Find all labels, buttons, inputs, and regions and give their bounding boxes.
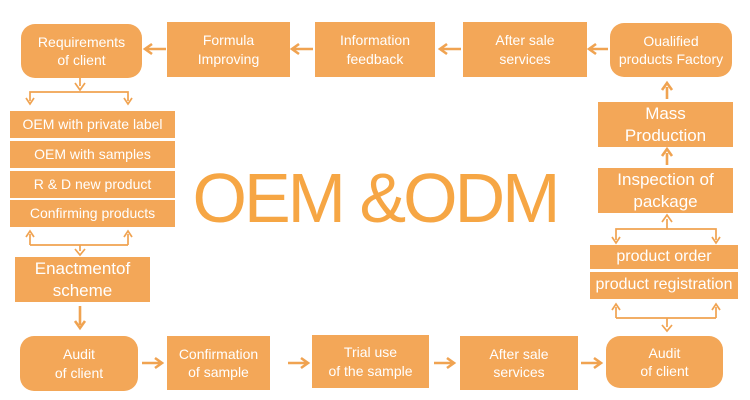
- flow-box-product-order: product order: [590, 245, 738, 269]
- flow-box-audit-of-client-left: Audit of client: [20, 336, 138, 391]
- flow-box-qualified-products-factory: Oualified products Factory: [610, 23, 732, 77]
- bracket-registration-to-audit-right: [611, 302, 721, 333]
- flow-box-rd-new-product: R & D new product: [10, 171, 175, 198]
- arrow-factory-to-aftersale: [586, 42, 608, 56]
- flow-box-after-sale-services-bottom: After sale services: [460, 336, 578, 390]
- flow-box-oem-with-samples: OEM with samples: [10, 141, 175, 168]
- arrow-mass-to-factory: [660, 80, 674, 99]
- flow-box-information-feedback: Information feedback: [315, 22, 435, 77]
- flow-box-formula-improving: Formula Improving: [167, 22, 290, 77]
- arrow-formula-to-requirements: [142, 42, 166, 56]
- flow-box-confirming-products: Confirming products: [10, 200, 175, 227]
- arrow-requirements-to-bracket: [74, 78, 86, 92]
- flow-box-confirmation-of-sample: Confirmation of sample: [167, 336, 270, 390]
- flow-box-mass-production: Mass Production: [598, 102, 733, 147]
- arrow-confirmation-to-trial: [288, 356, 311, 370]
- flowchart-title: OEM &ODM: [192, 159, 561, 237]
- flow-box-audit-of-client-right: Audit of client: [606, 336, 723, 388]
- flow-box-after-sale-services-top: After sale services: [463, 22, 587, 77]
- arrow-enactment-to-audit-left: [73, 306, 87, 331]
- flow-box-product-registration: product registration: [590, 272, 738, 299]
- flow-box-inspection-of-package: Inspection of package: [598, 168, 733, 213]
- arrow-audit-to-confirmation: [142, 356, 165, 370]
- flow-box-oem-private-label: OEM with private label: [10, 111, 175, 138]
- flow-box-trial-use-of-sample: Trial use of the sample: [312, 335, 429, 388]
- bracket-requirements-to-list: [25, 91, 133, 106]
- flow-box-enactment-of-scheme: Enactmentof scheme: [15, 257, 150, 302]
- arrow-trial-to-aftersale: [434, 356, 457, 370]
- flow-box-requirements-of-client: Requirements of client: [21, 24, 142, 78]
- arrow-aftersale-to-information: [437, 42, 461, 56]
- arrow-aftersale-to-audit-right: [581, 356, 604, 370]
- arrow-information-to-formula: [289, 42, 313, 56]
